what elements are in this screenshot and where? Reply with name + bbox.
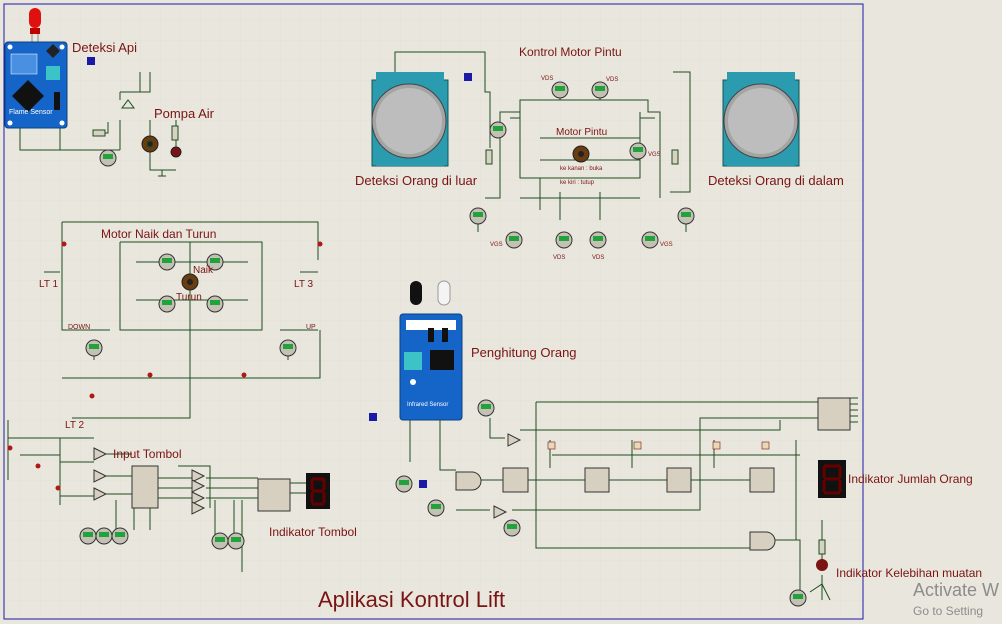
label-up: UP: [306, 324, 316, 331]
label-vds-1: VDS: [541, 76, 554, 82]
input-switch-leds: [7, 445, 61, 491]
label-naik: Naik: [193, 265, 214, 276]
label-lt1: LT 1: [39, 279, 59, 290]
label-pompa-air: Pompa Air: [154, 106, 214, 121]
label-down: DOWN: [68, 324, 91, 331]
label-vds-2: VDS: [606, 77, 619, 83]
pin-marker: [419, 480, 427, 488]
lift-meter-screens: [89, 258, 293, 349]
label-kontrol-motor-pintu: Kontrol Motor Pintu: [519, 45, 622, 59]
input-ics: [131, 465, 291, 512]
input-buffers: [93, 447, 206, 515]
door-motor: [572, 145, 590, 163]
label-door-note-right: ke kanan : buka: [560, 166, 603, 172]
label-vgs-2: VGS: [490, 242, 503, 248]
counter-meter-screens: [399, 404, 803, 599]
label-flame-sensor-board: Flame Sensor: [9, 109, 53, 116]
label-motor-naik-turun: Motor Naik dan Turun: [101, 227, 217, 241]
activate-windows-line1: Activate W: [913, 580, 1000, 600]
label-vgs-1: VGS: [648, 152, 661, 158]
probe-markers: [547, 441, 770, 450]
pir-sensor-inside[interactable]: [722, 72, 800, 167]
label-indikator-tombol: Indikator Tombol: [269, 525, 357, 539]
overload-led-icon: [809, 539, 831, 601]
label-vds-3: VDS: [553, 255, 566, 261]
label-penghitung-orang: Penghitung Orang: [471, 345, 577, 360]
person-count-display: [818, 460, 846, 498]
door-meter-screens: [473, 86, 691, 241]
label-indikator-kelebihan-muatan: Indikator Kelebihan muatan: [836, 566, 983, 580]
counter-logic: [409, 397, 858, 600]
label-lt3: LT 3: [294, 279, 314, 290]
label-turun: Turun: [176, 292, 202, 303]
logic-gates: [455, 433, 776, 551]
label-motor-pintu: Motor Pintu: [556, 127, 608, 138]
button-indicator-display: [306, 473, 330, 509]
label-input-tombol: Input Tombol: [113, 447, 182, 461]
lift-motor: [181, 273, 199, 291]
activate-windows-line2: Go to Setting: [913, 604, 984, 618]
pompa-air-voltmeter: [99, 149, 117, 167]
label-deteksi-api: Deteksi Api: [72, 40, 138, 55]
infrared-leds-icon: [410, 280, 451, 306]
label-indikator-jumlah-orang: Indikator Jumlah Orang: [848, 472, 973, 486]
label-vgs-3: VGS: [660, 242, 673, 248]
flame-sensor-board[interactable]: [4, 41, 68, 129]
pin-marker: [369, 413, 377, 421]
lift-switch-leds: [61, 241, 323, 399]
label-deteksi-dalam: Deteksi Orang di dalam: [708, 173, 844, 188]
counter-flipflops[interactable]: [502, 397, 851, 493]
input-meter-screens: [83, 532, 241, 542]
pompa-air-circuit: [19, 72, 182, 177]
pir-sensor-outside[interactable]: [371, 72, 449, 167]
pin-marker: [464, 73, 472, 81]
label-door-note-left: ke kiri : tutup: [560, 180, 595, 186]
label-lt2: LT 2: [65, 420, 85, 431]
label-infrared-board: Infrared Sensor: [407, 402, 449, 408]
sheet-border: [3, 3, 864, 620]
label-deteksi-luar: Deteksi Orang di luar: [355, 173, 478, 188]
page-title: Aplikasi Kontrol Lift: [318, 587, 506, 612]
label-vds-4: VDS: [592, 255, 605, 261]
pin-marker: [87, 57, 95, 65]
infrared-sensor-board[interactable]: [399, 313, 463, 421]
